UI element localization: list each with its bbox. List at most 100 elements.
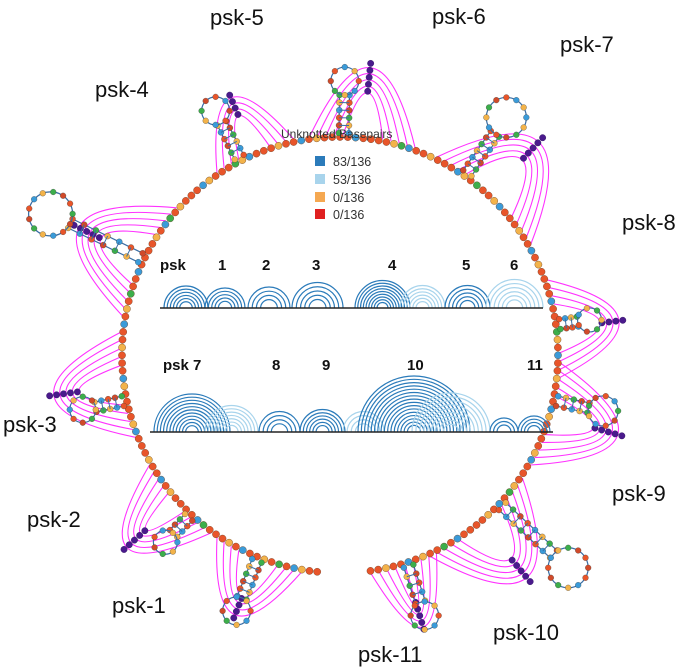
arc-stack-row1-4 bbox=[354, 279, 411, 309]
nucleotide bbox=[351, 133, 360, 142]
nucleotide bbox=[232, 542, 240, 551]
stem-strand bbox=[176, 520, 193, 538]
loop-nucleotide bbox=[50, 232, 57, 239]
arc bbox=[169, 291, 203, 309]
nucleotide bbox=[119, 374, 128, 383]
basepair-link bbox=[406, 573, 417, 578]
loop-nucleotide bbox=[611, 417, 618, 424]
nucleotide bbox=[553, 335, 562, 344]
loop-nucleotide bbox=[233, 593, 240, 600]
nucleotide bbox=[166, 488, 175, 496]
loop-nucleotide bbox=[223, 617, 230, 624]
stem-nucleotide bbox=[189, 517, 196, 524]
nucleotide bbox=[466, 526, 475, 534]
arc bbox=[204, 404, 259, 433]
nucleotide bbox=[478, 516, 487, 524]
loop-nucleotide bbox=[233, 621, 240, 628]
arc bbox=[409, 294, 436, 309]
loop-nucleotide bbox=[582, 574, 589, 581]
hairpin-loop bbox=[485, 96, 527, 139]
nucleotide bbox=[152, 233, 161, 242]
pseudoknot-marker bbox=[522, 572, 530, 580]
nucleotide bbox=[419, 149, 428, 158]
legend-swatch-0 bbox=[315, 156, 325, 166]
nucleotide bbox=[312, 134, 321, 143]
pseudoknot-arcs-6 bbox=[308, 60, 416, 149]
loop-nucleotide bbox=[585, 564, 592, 571]
arc bbox=[362, 288, 403, 309]
nucleotide bbox=[118, 351, 126, 360]
nucleotide bbox=[297, 565, 306, 574]
basepair-link bbox=[570, 317, 573, 328]
nucleotide bbox=[187, 510, 196, 519]
loop-nucleotide bbox=[555, 582, 562, 589]
nucleotide bbox=[187, 191, 196, 200]
nucleotide bbox=[124, 297, 133, 306]
stem-nucleotide bbox=[502, 499, 509, 506]
pseudoknot-marker bbox=[365, 73, 373, 81]
loop-nucleotide bbox=[520, 124, 527, 131]
pseudoknot-marker bbox=[234, 111, 242, 118]
arc bbox=[224, 424, 239, 433]
nucleotide bbox=[259, 146, 268, 155]
arc-stack-row1-2 bbox=[247, 286, 291, 309]
nucleotide bbox=[282, 562, 291, 571]
nucleotide bbox=[440, 159, 449, 168]
arc bbox=[448, 288, 487, 309]
stem-nucleotide bbox=[135, 259, 142, 266]
long-range-arcs bbox=[46, 60, 627, 633]
arc-row2-label-10: 10 bbox=[407, 357, 424, 374]
loop-nucleotide bbox=[421, 626, 428, 633]
nucleotide bbox=[320, 133, 329, 142]
psk-label-8: psk-8 bbox=[622, 210, 676, 235]
linear-arc-diagram: psk 1 2 3 4 5 6 psk 7 8 9 10 11 bbox=[150, 257, 553, 433]
basepair-link bbox=[563, 397, 567, 408]
arc bbox=[501, 295, 528, 309]
arc bbox=[315, 424, 330, 433]
nucleotide bbox=[366, 567, 375, 575]
arc bbox=[373, 392, 455, 433]
loop-nucleotide bbox=[355, 77, 362, 85]
loop-nucleotide bbox=[585, 413, 593, 420]
psk-label-4: psk-4 bbox=[95, 77, 149, 102]
nucleotide bbox=[121, 312, 130, 321]
arc bbox=[291, 281, 344, 309]
nucleotide bbox=[127, 412, 135, 421]
loop-nucleotide bbox=[70, 415, 77, 422]
basepair-link bbox=[102, 235, 109, 246]
arc bbox=[517, 415, 551, 433]
legend-swatch-2 bbox=[315, 192, 325, 202]
psk-label-10: psk-10 bbox=[493, 620, 559, 645]
basepair-link bbox=[179, 518, 188, 527]
arc bbox=[493, 287, 536, 309]
nucleotide bbox=[545, 289, 554, 298]
arc-row2-label-11: 11 bbox=[527, 357, 543, 374]
nucleotide bbox=[120, 382, 129, 391]
nucleotide bbox=[382, 564, 390, 572]
legend-label-1: 53/136 bbox=[333, 173, 371, 187]
arc bbox=[162, 402, 222, 433]
arc bbox=[489, 283, 540, 309]
loop-nucleotide bbox=[547, 574, 554, 581]
legend-label-3: 0/136 bbox=[333, 208, 364, 222]
arc bbox=[363, 382, 465, 433]
nucleotide bbox=[551, 382, 560, 391]
nucleotide bbox=[537, 434, 546, 443]
arc-row-2 bbox=[153, 375, 551, 433]
nucleotide bbox=[212, 530, 220, 539]
pseudoknot-arc bbox=[222, 541, 294, 611]
loop-nucleotide bbox=[39, 231, 46, 238]
loop-nucleotide bbox=[151, 544, 158, 551]
nucleotide bbox=[505, 214, 514, 223]
nucleotide bbox=[218, 167, 226, 176]
loop-nucleotide bbox=[79, 393, 86, 400]
loop-nucleotide bbox=[341, 63, 348, 71]
nucleotide bbox=[389, 562, 398, 571]
arc-stack-row1-1 bbox=[204, 287, 246, 309]
stem-nucleotide bbox=[226, 124, 234, 131]
nucleotide bbox=[205, 526, 214, 534]
basepair-link bbox=[227, 140, 237, 147]
nucleotide bbox=[515, 475, 523, 484]
nucleotide bbox=[505, 488, 514, 496]
nucleotide bbox=[289, 138, 298, 146]
